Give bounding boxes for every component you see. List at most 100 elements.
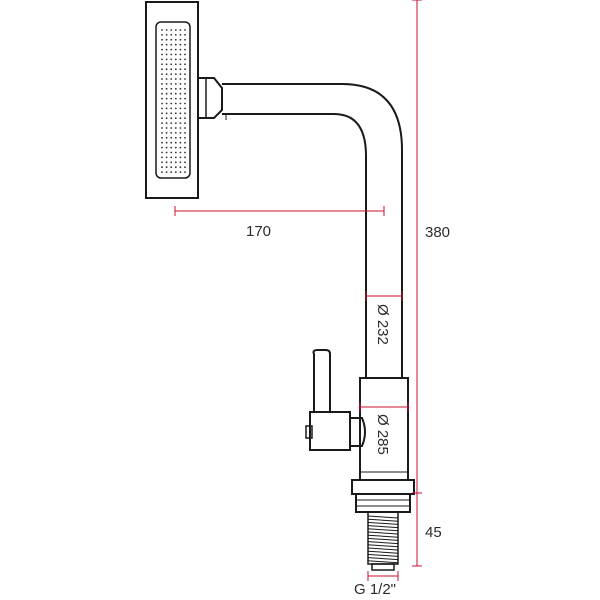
spray-nozzle-dot: [179, 156, 182, 159]
spray-nozzle-dot: [174, 171, 177, 174]
spray-nozzle-dot: [161, 132, 163, 134]
spray-nozzle-dot: [174, 146, 177, 149]
spray-nozzle-dot: [161, 112, 163, 115]
spray-nozzle-dot: [174, 117, 177, 120]
spray-nozzle-dot: [174, 166, 177, 169]
spray-nozzle-dot: [184, 107, 186, 110]
threaded-shank: [367, 511, 399, 571]
lever-handle: [305, 349, 366, 451]
spray-nozzle-dot: [161, 136, 163, 139]
reach-dimension: 170: [174, 206, 385, 240]
spray-nozzle-dot: [174, 92, 177, 95]
spray-nozzle-dot: [179, 107, 182, 110]
thread-ridge: [367, 544, 399, 548]
spray-nozzle-dot: [161, 146, 163, 149]
spray-nozzle-dot: [165, 34, 168, 36]
spray-nozzle-dot: [184, 132, 186, 134]
lever-arm: [312, 349, 331, 413]
spray-nozzle-dot: [174, 112, 177, 115]
spray-nozzle-dot: [184, 166, 186, 169]
spray-nozzle-dot: [179, 92, 182, 95]
spray-nozzle-dot: [179, 127, 182, 129]
spray-nozzle-dot: [165, 132, 168, 134]
spray-nozzle-dot: [174, 122, 177, 124]
spray-nozzle-dot: [161, 34, 163, 36]
spray-nozzle-dot: [170, 78, 173, 80]
spray-nozzle-dot: [174, 136, 177, 139]
spray-nozzle-dot: [170, 92, 173, 95]
spray-nozzle-dot: [179, 83, 182, 85]
spray-nozzle-dot: [174, 107, 177, 110]
spray-nozzle-dot: [184, 68, 186, 71]
spray-nozzle-dot: [174, 29, 177, 31]
spray-nozzle-dot: [161, 141, 163, 144]
spray-nozzle-dot: [184, 122, 186, 124]
spray-nozzle-dot: [165, 43, 168, 46]
spray-nozzle-dot: [161, 83, 163, 85]
spray-nozzle-dot: [170, 63, 173, 66]
spray-nozzle-dot: [179, 122, 182, 124]
spray-head-face: [155, 21, 191, 179]
reach-label: 170: [246, 223, 271, 240]
spray-nozzle-dot: [170, 97, 173, 100]
spray-nozzle-dot: [170, 112, 173, 115]
spray-nozzle-dot: [184, 171, 186, 174]
upper-diameter-label: Ø 232: [374, 304, 391, 345]
spray-nozzle-dot: [161, 29, 163, 31]
spray-nozzle-dot: [174, 43, 177, 46]
spray-nozzle-dot: [174, 73, 177, 75]
spray-nozzle-dot: [184, 117, 186, 120]
spray-nozzle-dot: [174, 63, 177, 66]
spray-nozzle-dot: [161, 43, 163, 46]
spray-nozzle-dot: [161, 53, 163, 56]
spray-nozzle-dot: [184, 29, 186, 31]
mounting-nut: [351, 479, 415, 513]
spray-nozzle-dot: [161, 97, 163, 100]
thread-ridge: [367, 534, 399, 538]
spray-nozzle-dot: [170, 29, 173, 31]
spray-nozzle-dot: [165, 38, 168, 41]
spray-nozzle-dot: [165, 53, 168, 56]
spray-nozzle-dot: [170, 127, 173, 129]
spray-nozzle-dot: [165, 87, 168, 90]
spout-inner-edge: [222, 113, 367, 378]
spray-nozzle-dot: [161, 166, 163, 169]
spray-nozzle-dot: [174, 78, 177, 80]
spray-nozzle-dot: [165, 151, 168, 154]
spray-nozzle-dot: [165, 141, 168, 144]
spray-nozzle-dot: [165, 83, 168, 85]
spray-nozzle-dot: [161, 63, 163, 66]
spray-nozzle-dot: [161, 156, 163, 159]
spray-nozzle-dot: [179, 97, 182, 100]
spray-nozzle-dot: [179, 73, 182, 75]
spray-nozzle-dot: [179, 102, 182, 105]
spray-nozzle-dot: [161, 171, 163, 174]
spray-nozzle-dot: [165, 97, 168, 100]
spray-nozzle-dot: [174, 127, 177, 129]
spray-nozzle-dot: [174, 53, 177, 56]
spray-nozzle-dot: [184, 161, 186, 164]
spray-nozzle-dot: [165, 117, 168, 120]
spray-nozzle-dot: [161, 127, 163, 129]
spray-nozzle-dot: [161, 78, 163, 80]
spray-nozzle-dot: [161, 87, 163, 90]
spray-nozzle-dot: [179, 141, 182, 144]
spray-nozzle-dot: [179, 146, 182, 149]
upper-diameter-dimension: Ø 232: [365, 291, 403, 345]
spray-nozzle-dot: [170, 122, 173, 124]
spray-nozzle-dot: [165, 73, 168, 75]
spray-nozzle-dot: [179, 78, 182, 80]
spray-nozzle-dot: [179, 151, 182, 154]
spray-nozzle-dot: [174, 58, 177, 61]
spray-nozzle-dot: [179, 136, 182, 139]
thread-ridge: [367, 550, 399, 554]
spray-nozzle-dot: [179, 87, 182, 90]
spray-nozzle-dot: [174, 132, 177, 134]
spray-nozzle-dot: [184, 63, 186, 66]
spray-nozzle-dot: [174, 83, 177, 85]
spray-nozzle-dot: [179, 58, 182, 61]
spray-nozzle-dot: [184, 156, 186, 159]
thread-ridge: [367, 531, 399, 535]
spray-nozzle-dot: [170, 73, 173, 75]
thread-ridge: [367, 515, 399, 519]
